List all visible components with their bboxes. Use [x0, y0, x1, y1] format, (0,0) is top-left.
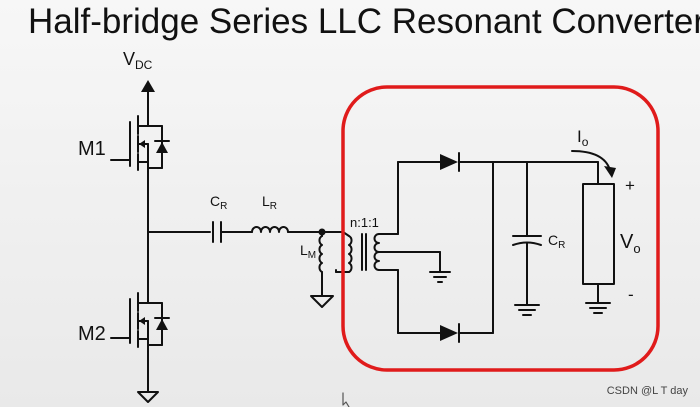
magnetizing-inductor [310, 231, 334, 308]
lower-rectifier-diode [397, 269, 494, 343]
minus-sign: - [628, 285, 634, 304]
watermark: CSDN @L T day [606, 385, 688, 397]
resonant-inductor [251, 226, 289, 233]
plus-sign: + [625, 176, 635, 195]
transformer-secondary [373, 233, 451, 283]
cursor-pointer-icon [342, 392, 350, 407]
m1-mosfet [110, 115, 170, 173]
primary-ground-bottom [137, 351, 159, 403]
m1-label: M1 [78, 138, 106, 160]
output-current-arrow [571, 150, 611, 171]
output-capacitor [512, 161, 542, 316]
output-cr-label: CR [548, 232, 565, 251]
upper-rectifier-diode [397, 152, 599, 235]
m2-mosfet [110, 292, 170, 353]
vdc-label: VDC [123, 49, 153, 72]
cr-label: CR [210, 193, 227, 212]
vdc-rail [141, 80, 155, 119]
load-resistor [582, 161, 615, 314]
m2-label: M2 [78, 323, 106, 345]
vo-label: Vo [620, 231, 641, 256]
secondary-highlight-box [341, 85, 660, 372]
resonant-capacitor [212, 221, 253, 243]
lm-label: LM [300, 242, 316, 261]
page-title: Half-bridge Series LLC Resonant Converte… [28, 2, 700, 41]
io-label: Io [577, 127, 589, 149]
turns-ratio-label: n:1:1 [350, 215, 379, 230]
lr-label: LR [262, 193, 277, 212]
